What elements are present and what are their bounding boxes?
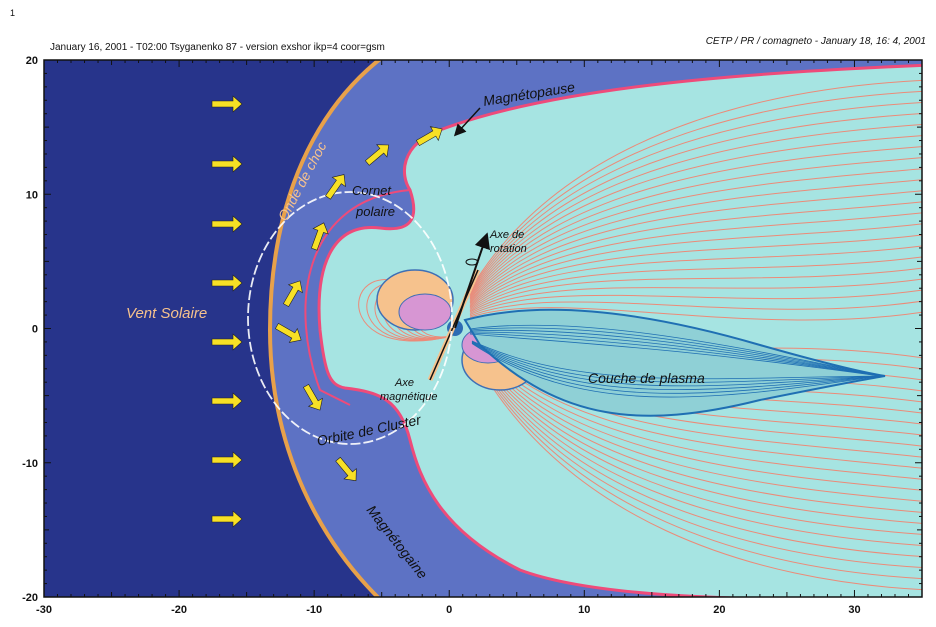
label-axe-rotation-2: rotation — [490, 243, 527, 255]
field-line — [469, 267, 922, 313]
sheath-flow-arrows — [274, 126, 443, 482]
magnetopause-pointer — [453, 107, 481, 137]
solar-wind-arrow — [211, 155, 243, 173]
solar-wind-arrow — [211, 510, 243, 528]
field-line — [469, 113, 922, 295]
field-line — [469, 135, 922, 297]
field-line — [469, 223, 922, 308]
field-line — [469, 348, 922, 580]
rotation-indicator — [465, 258, 479, 266]
y-tick-label: -10 — [22, 458, 38, 470]
x-tick-label: -10 — [306, 604, 322, 616]
solar-wind-arrow — [211, 274, 243, 292]
radiation-belt-north — [398, 293, 452, 331]
field-line — [469, 340, 922, 513]
field-line — [469, 341, 922, 524]
x-tick-label: -30 — [36, 604, 52, 616]
label-couche-plasma: Couche de plasma — [588, 370, 705, 386]
magnetic-axis-core — [429, 269, 479, 381]
y-tick-label: 10 — [26, 189, 38, 201]
dayside-boundary-line — [304, 189, 411, 406]
field-line — [469, 90, 922, 292]
solar-wind-arrows — [211, 95, 243, 528]
field-line — [469, 234, 922, 309]
field-line — [469, 344, 922, 546]
field-line — [469, 190, 922, 304]
field-line — [469, 347, 922, 568]
field-lines-group — [358, 79, 922, 591]
solar-wind-arrow — [211, 333, 243, 351]
field-line — [469, 349, 922, 591]
axis-ticks — [43, 59, 923, 598]
credit-line: CETP / PR / comagneto - January 18, 16: … — [705, 36, 926, 47]
plasma-line — [469, 333, 881, 380]
x-tick-label: -20 — [171, 604, 187, 616]
solar-wind-arrow — [211, 95, 243, 113]
label-axe-magnetique-1: Axe — [394, 377, 414, 389]
plasma-sheet — [463, 308, 886, 417]
solar-wind-arrow — [211, 451, 243, 469]
flow-arrow — [364, 144, 390, 166]
y-tick-label: -20 — [22, 592, 38, 604]
label-axe-magnetique-2: magnétique — [380, 391, 438, 403]
cluster-orbit — [247, 191, 453, 445]
field-line — [469, 146, 922, 299]
solar-wind-arrow — [211, 215, 243, 233]
field-line — [469, 168, 922, 301]
field-line — [469, 256, 922, 312]
flow-arrow — [325, 174, 346, 200]
y-tick-label: 0 — [32, 324, 38, 336]
x-tick-label: 20 — [713, 604, 725, 616]
flow-arrow — [282, 280, 303, 308]
x-tick-label: 0 — [446, 604, 452, 616]
field-line — [469, 278, 922, 314]
field-line — [469, 157, 922, 300]
field-line — [469, 179, 922, 303]
page-number: 1 — [10, 8, 16, 18]
label-vent-solaire: Vent Solaire — [126, 305, 207, 322]
solar-wind-arrow — [211, 392, 243, 410]
plasma-sheet-lines — [469, 324, 881, 398]
field-line — [469, 212, 922, 306]
flow-arrow — [274, 322, 302, 343]
flow-arrow — [302, 383, 323, 411]
field-line — [469, 245, 922, 310]
x-tick-label: 30 — [848, 604, 860, 616]
flow-arrow — [311, 222, 329, 251]
figure-subtitle: January 16, 2001 - T02:00 Tsyganenko 87 … — [50, 42, 385, 53]
bow-shock-line — [267, 60, 383, 597]
field-line — [469, 79, 922, 291]
field-line — [469, 300, 922, 317]
field-line — [469, 102, 922, 293]
field-line — [469, 124, 922, 296]
x-tick-label: 10 — [578, 604, 590, 616]
label-axe-rotation-1: Axe de — [489, 229, 524, 241]
flow-arrow — [335, 456, 357, 482]
field-line — [469, 201, 922, 305]
field-line — [469, 289, 922, 316]
y-tick-label: 20 — [26, 55, 38, 67]
field-line — [469, 345, 922, 557]
rotation-axis-arrow — [454, 232, 490, 329]
field-line — [469, 307, 922, 321]
label-cornet-1: Cornet — [352, 183, 392, 198]
field-line — [469, 343, 922, 535]
flow-arrow — [415, 126, 443, 147]
label-cornet-2: polaire — [355, 204, 395, 219]
